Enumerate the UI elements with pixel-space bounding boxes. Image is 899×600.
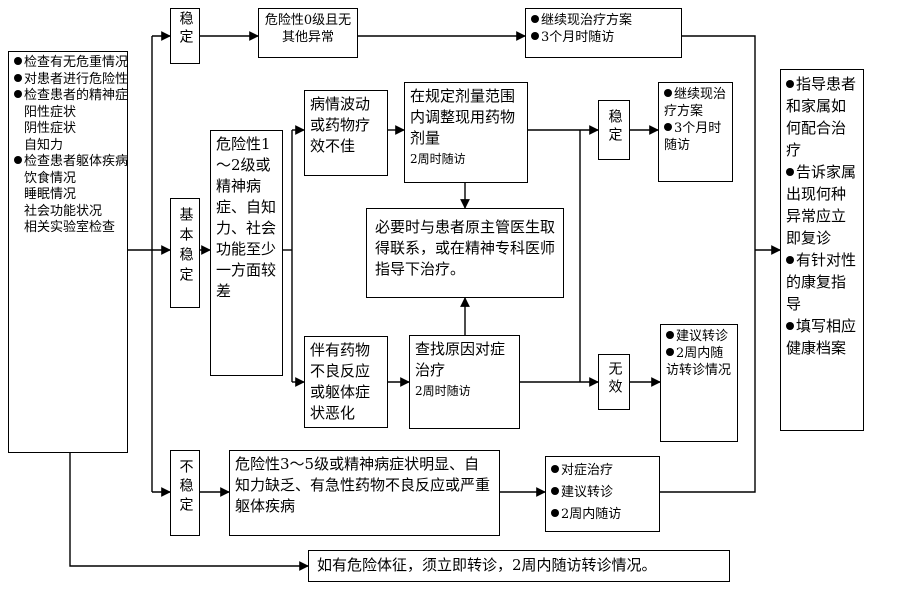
assessment-item: 对患者进行危险性评估 (14, 72, 127, 89)
assessment-item: 自知力 (24, 137, 64, 153)
stable-label: 稳定 (170, 8, 200, 64)
bullet-icon (664, 89, 672, 97)
bullet-icon (551, 509, 559, 517)
action-item: 2周内随访 (551, 504, 654, 526)
bullet-icon (14, 57, 22, 65)
action-item: 继续现治疗方案 (664, 87, 727, 119)
bullet-icon (531, 32, 539, 40)
bullet-icon (666, 348, 674, 356)
adjust-text: 在规定剂量范围内调整现用药物剂量 (410, 87, 516, 147)
result-stable-label: 稳定 (598, 100, 630, 160)
stable-condition: 危险性0级且无其他异常 (258, 8, 358, 58)
stable-actions: 继续现治疗方案 3个月时随访 (525, 8, 682, 58)
adjust-followup: 2周时随访 (410, 152, 466, 166)
investigate-followup: 2周时随访 (415, 384, 471, 398)
result-ineffective-actions: 建议转诊 2周内随访转诊情况 (660, 324, 738, 442)
unstable-condition: 危险性3～5级或精神病症状明显、自知力缺乏、有急性药物不良反应或严重躯体疾病 (229, 450, 500, 536)
bullet-icon (551, 487, 559, 495)
bullet-icon (786, 80, 794, 88)
assessment-item: 阳性症状 (24, 104, 77, 120)
bullet-icon (14, 156, 22, 164)
fluctuation-box: 病情波动或药物疗效不佳 (304, 90, 388, 176)
adverse-reaction-box: 伴有药物不良反应或躯体症状恶化 (304, 336, 388, 428)
action-item: 2周内随访转诊情况 (666, 346, 732, 378)
assessment-item: 阴性症状 (24, 121, 77, 136)
basic-stable-label: 基本稳定 (170, 198, 200, 308)
guidance-item: 填写相应健康档案 (786, 317, 857, 357)
guidance-item: 告诉家属出现何种异常应立即复诊 (786, 163, 857, 247)
assessment-item: 检查患者躯体疾病 (14, 154, 127, 171)
result-stable-actions: 继续现治疗方案 3个月时随访 (658, 82, 733, 182)
assessment-item: 相关实验室检查 (24, 220, 116, 235)
final-guidance-box: 指导患者和家属如何配合治疗 告诉家属出现何种异常应立即复诊 有针对性的康复指导 … (780, 69, 864, 431)
action-item: 建议转诊 (666, 328, 732, 345)
action-item: 3个月时随访 (664, 121, 722, 153)
bullet-icon (786, 256, 794, 264)
assessment-item: 检查有无危重情况发生 (14, 55, 127, 72)
consult-box: 必要时与患者原主管医生取得联系，或在精神专科医师指导下治疗。 (366, 208, 564, 298)
assessment-item: 睡眠情况 (24, 187, 77, 202)
bullet-icon (786, 168, 794, 176)
adjust-dose-box: 在规定剂量范围内调整现用药物剂量 2周时随访 (404, 82, 528, 183)
bullet-icon (786, 322, 794, 330)
guidance-item: 有针对性的康复指导 (786, 251, 857, 313)
bullet-icon (666, 331, 674, 339)
unstable-actions: 对症治疗 建议转诊 2周内随访 (545, 456, 660, 532)
bullet-icon (664, 123, 672, 131)
action-item: 继续现治疗方案 (531, 12, 676, 29)
assessment-item: 饮食情况 (24, 170, 77, 186)
basic-stable-condition: 危险性1～2级或精神病症、自知力、社会功能至少一方面较差 (210, 130, 283, 376)
result-ineffective-label: 无效 (598, 354, 630, 410)
guidance-item: 指导患者和家属如何配合治疗 (786, 75, 857, 159)
bullet-icon (14, 90, 22, 98)
bullet-icon (531, 15, 539, 23)
bullet-icon (14, 73, 22, 82)
danger-note: 如有危险体征，须立即转诊，2周内随访转诊情况。 (308, 550, 730, 582)
investigate-box: 查找原因对症治疗 2周时随访 (409, 335, 520, 429)
assessment-item: 检查患者的精神症状 (14, 88, 127, 105)
action-item: 3个月时随访 (531, 29, 676, 46)
action-item: 对症治疗 (551, 460, 654, 482)
investigate-text: 查找原因对症治疗 (415, 340, 506, 379)
bullet-icon (551, 465, 559, 473)
action-item: 建议转诊 (551, 482, 654, 504)
unstable-label: 不稳定 (170, 450, 200, 536)
assessment-item: 社会功能状况 (24, 203, 103, 219)
assessment-box: 检查有无危重情况发生 对患者进行危险性评估 检查患者的精神症状 阳性症状 阴性症… (8, 51, 128, 453)
